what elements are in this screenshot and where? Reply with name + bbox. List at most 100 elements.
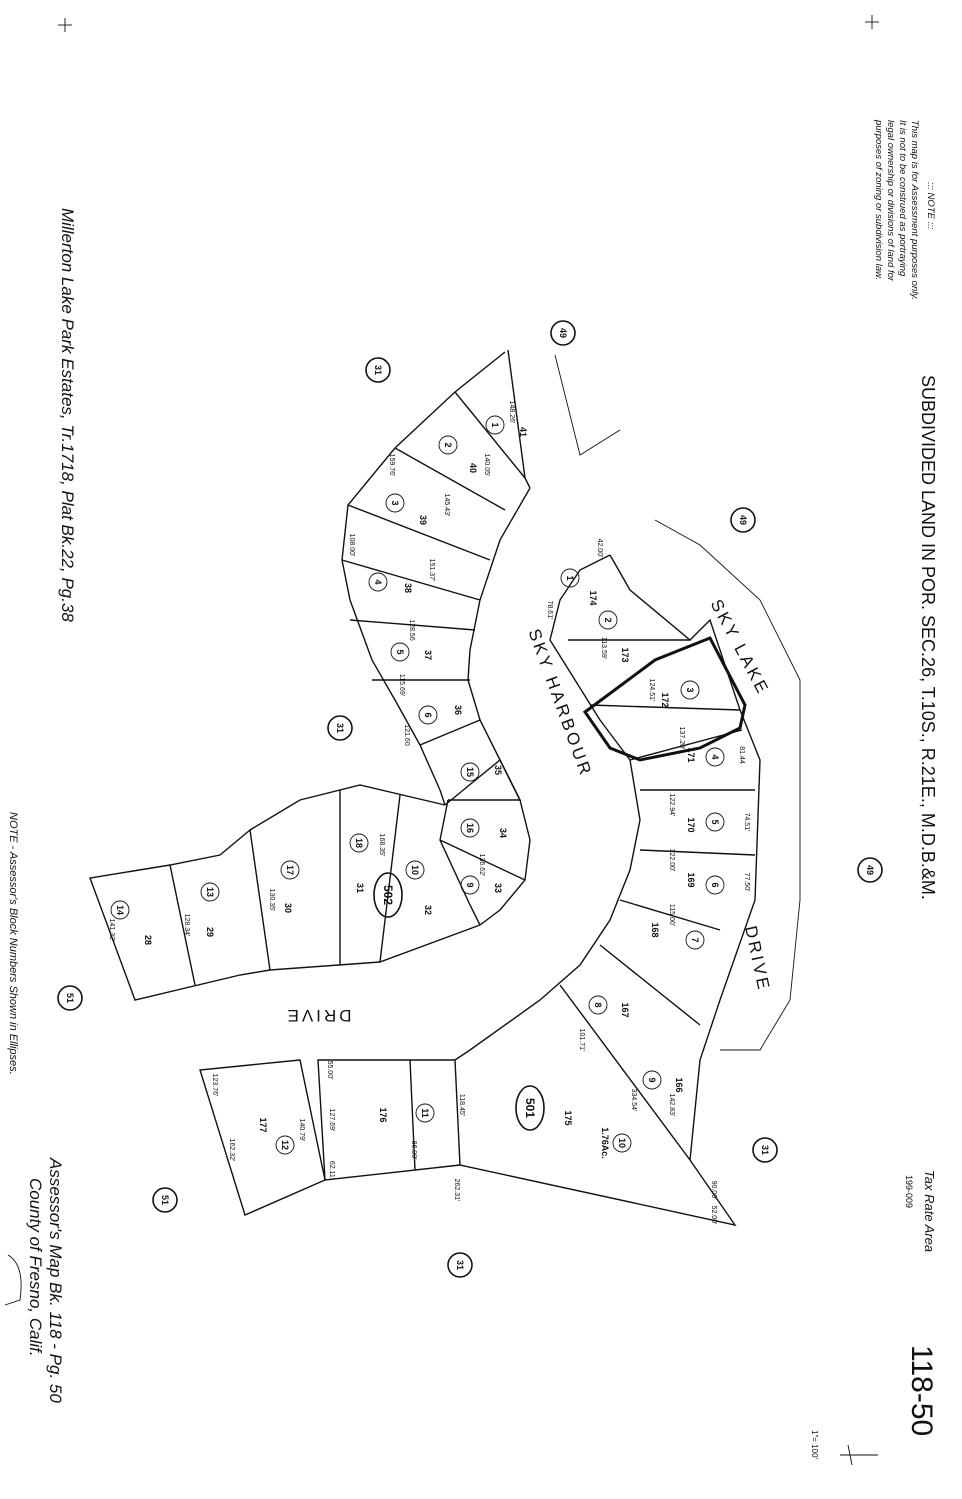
lot-38: 38 <box>403 583 413 593</box>
block-31-d: 31 <box>455 1260 465 1270</box>
parcel-15: 15 <box>465 767 475 777</box>
lot-31: 31 <box>355 883 365 893</box>
note-top-line4: purposes of zoning or subdivision law. <box>873 119 884 280</box>
dim: 151.37' <box>428 559 435 582</box>
dim: 81.44 <box>738 746 745 764</box>
dim: 137.20' <box>678 727 685 750</box>
dim: 74.51' <box>743 813 750 832</box>
dim: 130.35' <box>268 889 275 912</box>
dim: 121.60 <box>403 724 410 746</box>
dim: 334.54' <box>630 1089 637 1112</box>
parcel-16: 16 <box>465 823 475 833</box>
parcel-q4: 4 <box>710 754 720 759</box>
dim: 136.62' <box>478 854 485 877</box>
dim: 141.32' <box>108 919 115 942</box>
lot-numbers: 41 40 39 38 37 36 35 34 33 32 31 30 29 2… <box>143 427 696 1159</box>
parcel-q6: 6 <box>710 882 720 887</box>
lot-35: 35 <box>493 765 503 775</box>
dim: 140.79' <box>298 1119 305 1142</box>
dim: 128.34' <box>183 914 190 937</box>
parcel-1: 1 <box>490 422 500 427</box>
lot-33: 33 <box>493 883 503 893</box>
note-top-title: ::: NOTE ::: <box>925 182 936 230</box>
registration-mark-top-right <box>865 15 879 29</box>
dim: 52.00' <box>710 1206 717 1225</box>
lot-39: 39 <box>418 515 428 525</box>
block-31-c: 31 <box>760 1145 770 1155</box>
lot-32: 32 <box>423 905 433 915</box>
parcel-14: 14 <box>115 905 125 915</box>
map-number: 118-50 <box>905 1345 938 1436</box>
dim: 101.71' <box>578 1029 585 1052</box>
lot-175: 175 <box>563 1110 573 1125</box>
parcel-q1: 1 <box>565 575 575 580</box>
parcel-q8: 8 <box>593 1002 603 1007</box>
lot-170: 170 <box>686 817 696 832</box>
lot-40: 40 <box>468 463 478 473</box>
map-title: SUBDIVIDED LAND IN POR. SEC.26, T.10S., … <box>918 375 938 900</box>
lot-172: 172 <box>660 692 670 707</box>
dim: 62.11' <box>328 1161 335 1179</box>
block-51-b: 51 <box>160 1195 170 1205</box>
dim: 140.05' <box>483 454 490 477</box>
parcel-11: 11 <box>420 1108 430 1118</box>
dim: 78.61' <box>546 601 553 620</box>
dim: 122.94' <box>668 794 675 817</box>
dim: 145.43' <box>443 494 450 517</box>
parcel-9: 9 <box>465 882 475 887</box>
lot-177: 177 <box>258 1117 268 1132</box>
dim: 262.31' <box>453 1179 460 1202</box>
lot-28: 28 <box>143 935 153 945</box>
north-arrow-icon <box>840 1444 878 1466</box>
lot-168: 168 <box>650 922 660 937</box>
block-49-b: 49 <box>738 515 748 525</box>
dim: 162.32' <box>228 1139 235 1162</box>
dim: 55.00' <box>326 1061 333 1080</box>
dim: 42.00' <box>596 539 603 558</box>
block-49-a: 49 <box>558 328 568 338</box>
note-top: ::: NOTE ::: This map is for Assessment … <box>873 119 936 300</box>
registration-mark-top-left <box>58 18 72 32</box>
assessor-line2: County of Fresno, Calif. <box>26 1178 45 1357</box>
note-bottom: NOTE - Assessor's Block Numbers Shown in… <box>7 812 19 1075</box>
parcel-18: 18 <box>354 838 364 848</box>
lot-167: 167 <box>620 1002 630 1017</box>
dim: 159.76' <box>388 454 395 477</box>
parcel-q5: 5 <box>710 819 720 824</box>
block-49-c: 49 <box>865 865 875 875</box>
parcel-6: 6 <box>423 712 433 717</box>
lot-acreage: 1.76Ac. <box>600 1127 610 1159</box>
dim: 124.51' <box>648 679 655 702</box>
lot-174: 174 <box>588 590 598 605</box>
dim: 113.59' <box>600 637 607 659</box>
lot-176: 176 <box>378 1107 388 1122</box>
tax-rate-area-code: 199-009 <box>904 1175 914 1208</box>
block-51-a: 51 <box>65 993 75 1003</box>
lot-37: 37 <box>423 650 433 660</box>
dim: 128.56 <box>408 619 415 641</box>
parcel-2: 2 <box>443 442 453 447</box>
parcel-13: 13 <box>205 887 215 897</box>
parcel-circles <box>110 415 725 1155</box>
parcel-numbers: 1 2 3 4 5 6 15 16 9 10 18 17 13 14 1 2 3… <box>115 422 720 1150</box>
assessor-signature-mark <box>4 1254 22 1306</box>
block-31-b: 31 <box>335 723 345 733</box>
note-top-line2: It is not to be construed as portraying <box>897 120 908 277</box>
dim: 148.26' <box>508 401 515 424</box>
street-drive-bottom: DRIVE <box>285 1006 352 1025</box>
parcel-5: 5 <box>395 649 405 654</box>
scale-label: 1"= 100' <box>810 1430 819 1460</box>
parcel-10: 10 <box>410 865 420 875</box>
dim: 86.00' <box>410 1141 417 1160</box>
subdivision-label: Millerton Lake Park Estates, Tr.1718, Pl… <box>58 208 77 622</box>
block-501: 501 <box>523 1098 537 1118</box>
block-number-labels: 49 49 49 31 31 31 31 51 51 501 502 <box>65 328 875 1270</box>
street-drive-right: DRIVE <box>741 924 774 993</box>
parcel-lines <box>89 349 801 1227</box>
title-block: SUBDIVIDED LAND IN POR. SEC.26, T.10S., … <box>810 375 938 1466</box>
lot-41: 41 <box>518 427 528 437</box>
parcel-12: 12 <box>280 1140 290 1150</box>
lot-173: 173 <box>620 647 630 662</box>
parcel-q9: 9 <box>647 1077 657 1082</box>
